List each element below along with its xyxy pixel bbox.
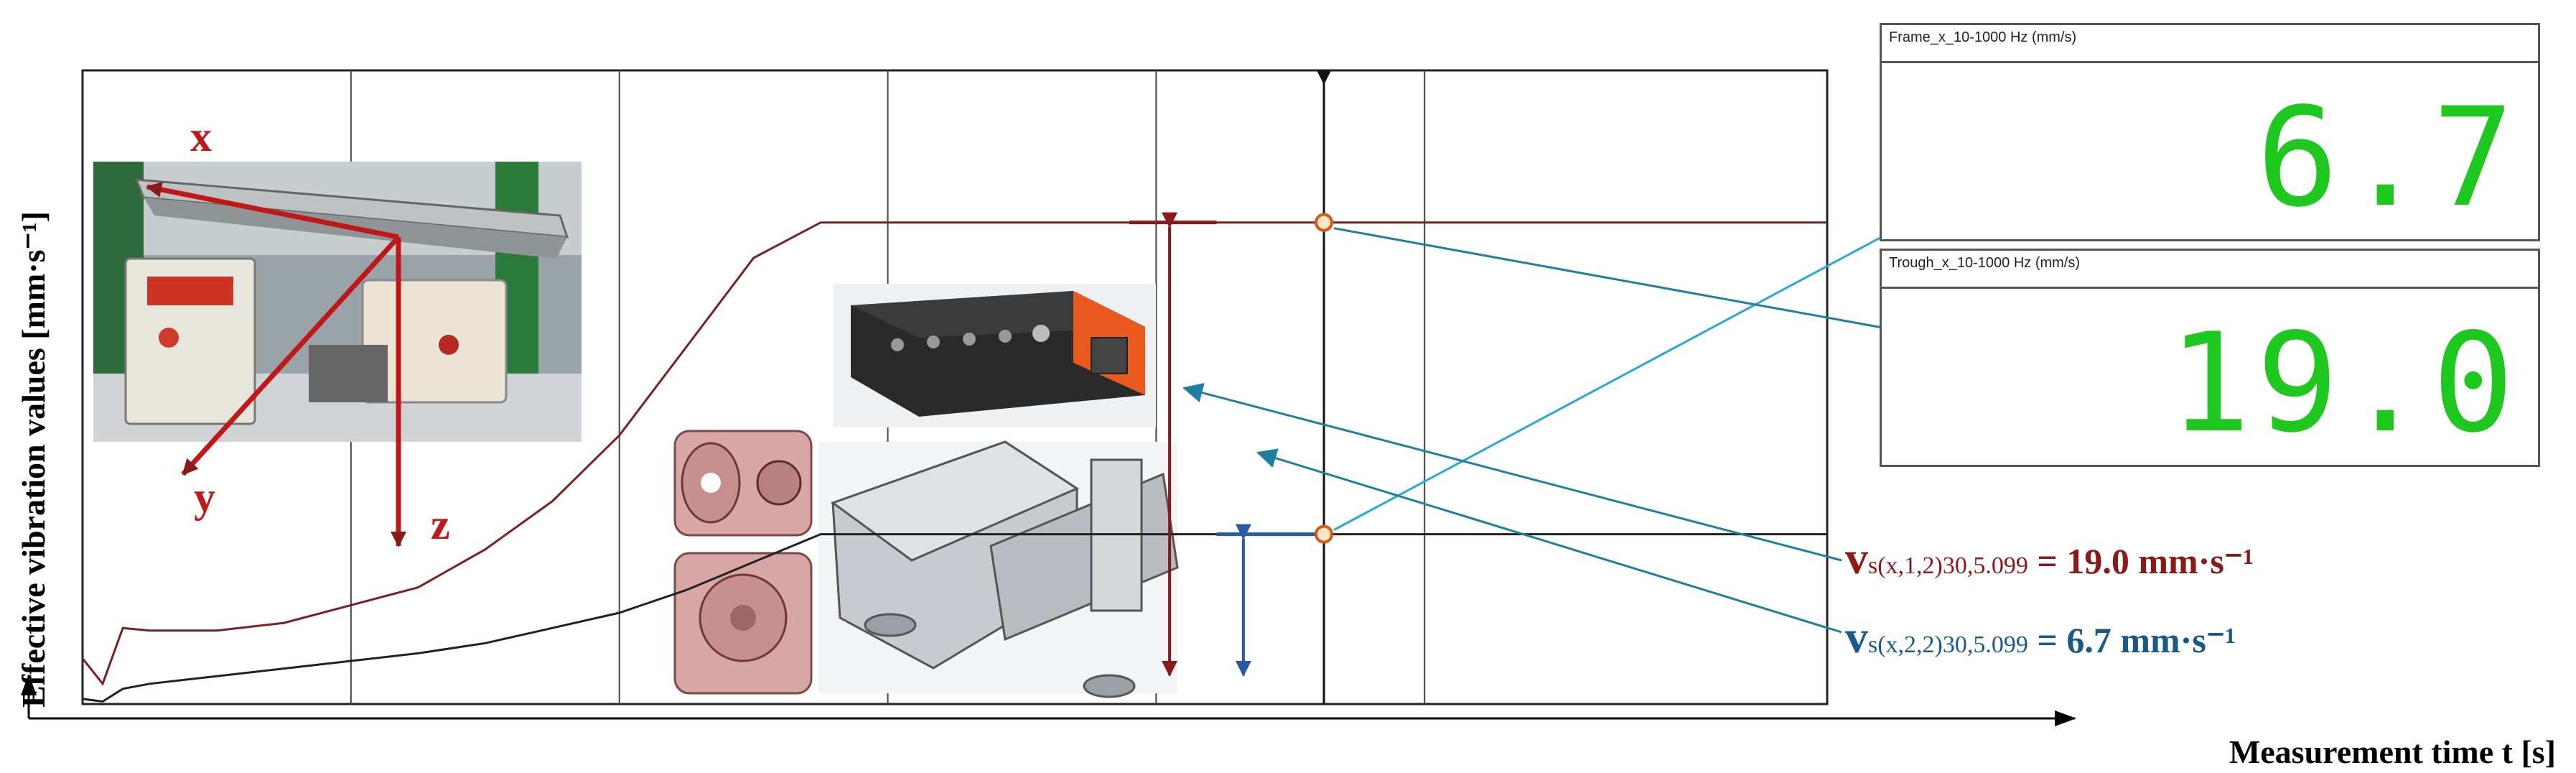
photo-label-z: z: [431, 501, 450, 548]
photo-axis-y: [181, 235, 401, 476]
leader-from-trough-equation: [1256, 448, 1842, 634]
frame-equation: vs(x,1,2)30,5.099 = 19.0 mm·s⁻¹: [1845, 532, 2254, 585]
eq-value: = 6.7 mm·s⁻¹: [2027, 620, 2236, 660]
eq-main: v: [1845, 532, 1868, 583]
overlay: [1129, 70, 2137, 704]
daq-unit-image: [833, 284, 1156, 427]
trough-display-value: 19.0: [2168, 304, 2520, 463]
trough-display-label: Trough_x_10-1000 Hz (mm/s): [1889, 255, 2081, 271]
x-axis-title: Measurement time t [s]: [2229, 733, 2556, 770]
series-lines: [81, 221, 1827, 703]
y-axis-title: Effective vibration values [mm·s⁻¹]: [15, 211, 52, 708]
frame-display-panel: Frame_x_10-1000 Hz (mm/s) 6.7: [1880, 23, 2540, 241]
photo-label-y: y: [194, 473, 215, 521]
frame-display-value: 6.7: [2256, 78, 2520, 237]
trough-equation: vs(x,2,2)30,5.099 = 6.7 mm·s⁻¹: [1845, 611, 2236, 664]
frame-display-label: Frame_x_10-1000 Hz (mm/s): [1889, 29, 2077, 45]
panel-divider: [1882, 287, 2538, 289]
leader-from-frame-equation: [1182, 383, 1842, 562]
eq-main: v: [1845, 611, 1868, 662]
panel-divider: [1882, 61, 2538, 63]
frame-cursor-point: [1315, 213, 1334, 232]
trough-series-line: [82, 533, 1827, 703]
trough-display-panel: Trough_x_10-1000 Hz (mm/s) 19.0: [1880, 249, 2540, 467]
sensor-fixture-image: [818, 440, 1179, 698]
frame-series-line: [81, 221, 1827, 686]
eq-subscript: s(x,2,2)30,5.099: [1868, 631, 2028, 658]
photo-label-x: x: [190, 113, 212, 160]
eq-value: = 19.0 mm·s⁻¹: [2027, 541, 2254, 581]
cursor-marker: [1317, 70, 1332, 85]
trough-cursor-point: [1315, 524, 1334, 544]
accelerometer-images: [673, 430, 813, 695]
photo-axis-x: [146, 182, 399, 240]
eq-subscript: s(x,1,2)30,5.099: [1868, 552, 2028, 579]
conveyor-photo: x y z: [93, 113, 582, 548]
